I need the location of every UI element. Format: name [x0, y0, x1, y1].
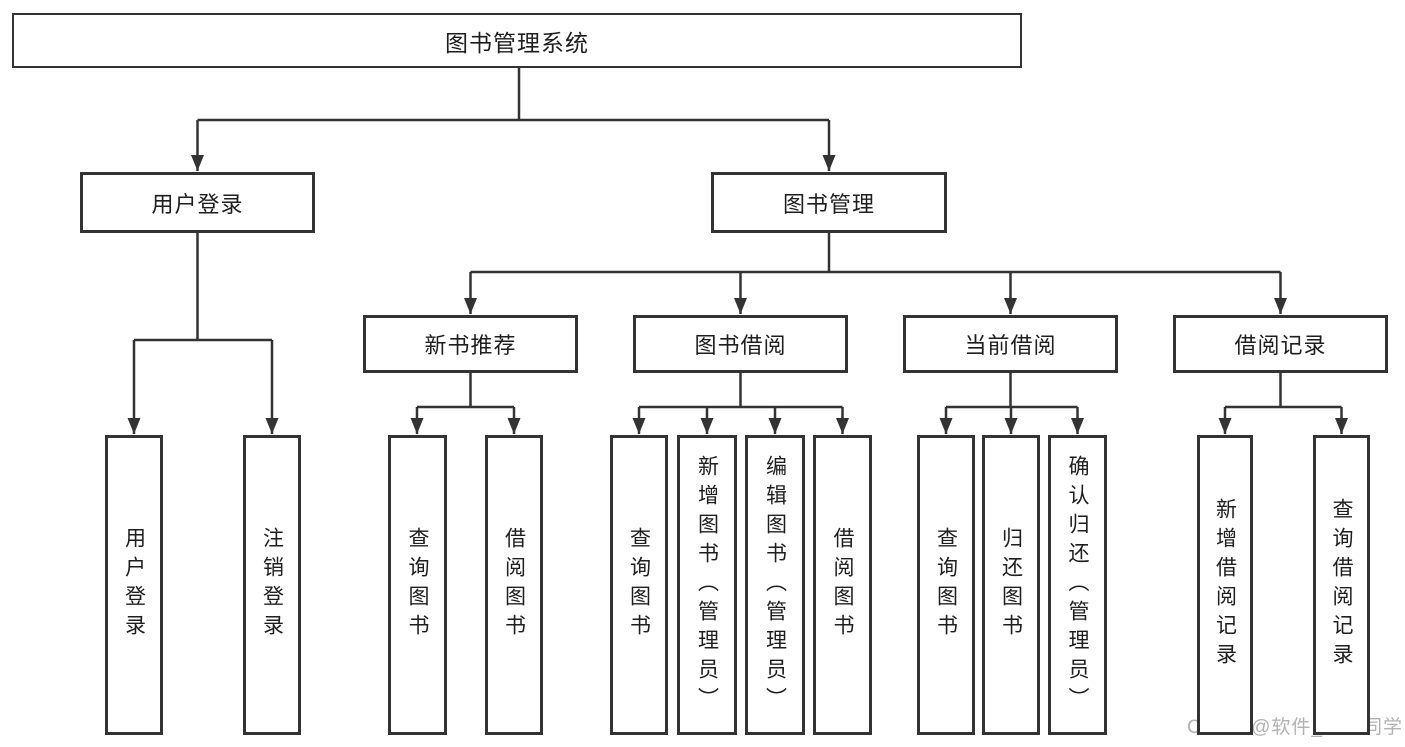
leaf-query-borrow-record: 查询借阅记录: [1313, 435, 1370, 735]
leaf-edit-books-admin: 编辑图书（管理员）: [745, 435, 805, 735]
leaf-query-books-1: 查询图书: [388, 435, 447, 735]
leaf-return-books: 归还图书: [982, 435, 1040, 735]
node-book-borrow: 图书借阅: [633, 315, 848, 373]
node-label: 注销登录: [260, 527, 284, 643]
leaf-user-login: 用户登录: [105, 435, 163, 735]
node-label: 图书管理: [782, 191, 875, 217]
node-borrow-records: 借阅记录: [1173, 315, 1388, 373]
node-label: 图书管理系统: [445, 29, 589, 56]
leaf-query-books-2: 查询图书: [610, 435, 668, 735]
node-label: 查询图书: [934, 527, 958, 643]
leaf-borrow-books-2: 借阅图书: [813, 435, 872, 735]
leaf-add-books-admin: 新增图书（管理员）: [677, 435, 737, 735]
node-user-login-module: 用户登录: [80, 172, 315, 233]
node-label: 借阅图书: [502, 527, 526, 643]
leaf-confirm-return-admin: 确认归还（管理员）: [1048, 435, 1107, 735]
tree-connectors: [127, 68, 1348, 434]
leaf-borrow-books-1: 借阅图书: [485, 435, 543, 735]
node-label: 借阅图书: [831, 527, 854, 643]
node-label: 编辑图书（管理员）: [763, 454, 787, 716]
node-book-management-module: 图书管理: [711, 172, 947, 233]
node-label: 归还图书: [999, 527, 1023, 643]
node-label: 查询图书: [627, 527, 651, 643]
node-label: 查询图书: [406, 527, 429, 643]
node-label: 确认归还（管理员）: [1066, 454, 1089, 716]
node-label: 图书借阅: [694, 333, 787, 358]
node-label: 新增借阅记录: [1213, 498, 1237, 672]
leaf-add-borrow-record: 新增借阅记录: [1197, 435, 1253, 735]
node-label: 用户登录: [122, 527, 146, 643]
node-system-root: 图书管理系统: [12, 13, 1022, 68]
leaf-logout: 注销登录: [243, 435, 301, 735]
node-label: 借阅记录: [1234, 333, 1327, 358]
node-label: 当前借阅: [964, 333, 1057, 358]
node-label: 用户登录: [151, 191, 244, 217]
leaf-query-books-3: 查询图书: [917, 435, 975, 735]
node-label: 新书推荐: [424, 333, 517, 358]
node-label: 新增图书（管理员）: [695, 454, 719, 716]
node-new-book-recommend: 新书推荐: [363, 315, 578, 373]
node-current-borrow: 当前借阅: [903, 315, 1118, 373]
node-label: 查询借阅记录: [1330, 498, 1353, 672]
